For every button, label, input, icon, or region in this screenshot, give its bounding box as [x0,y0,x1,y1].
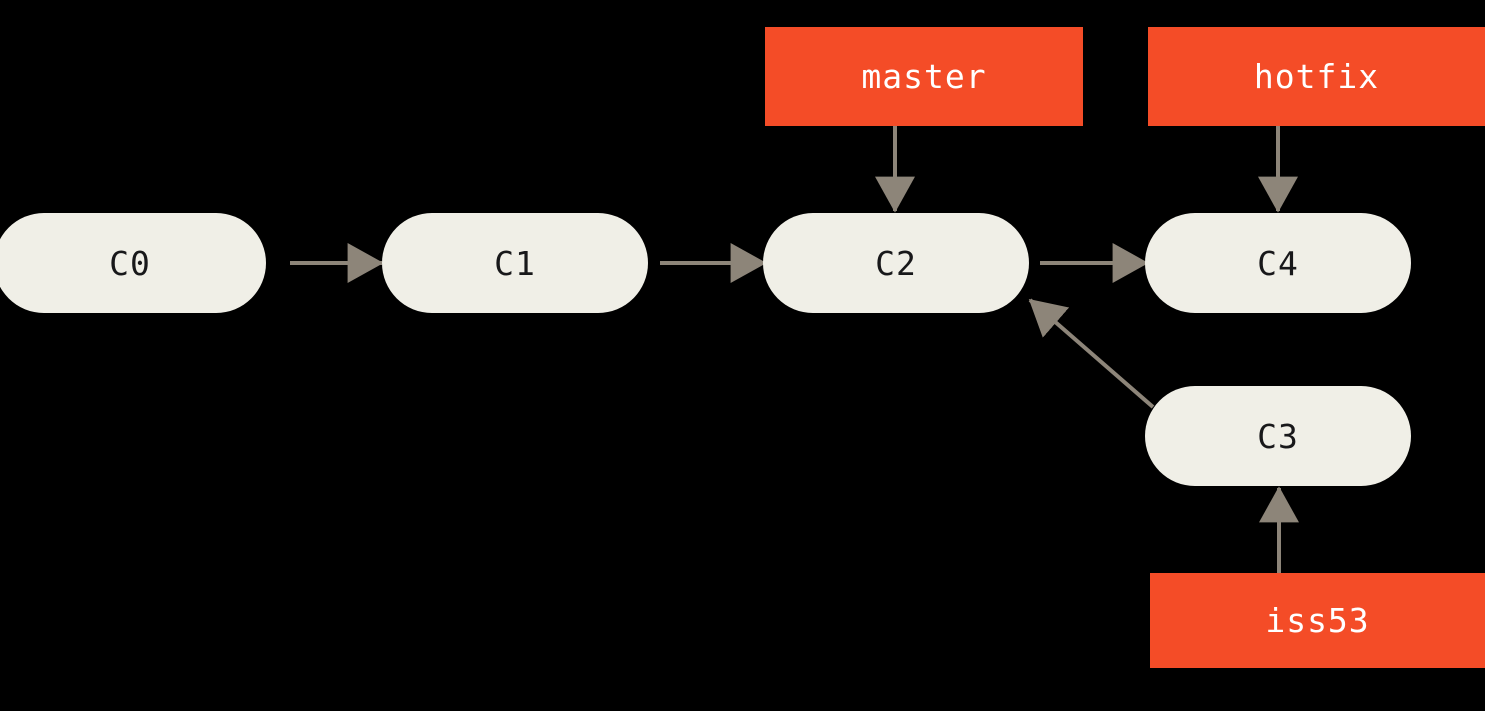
branch-label-hotfix: hotfix [1253,57,1380,96]
commit-label-c3: C3 [1257,416,1299,456]
commit-label-c0: C0 [109,243,151,283]
commit-label-c1: C1 [494,243,536,283]
edge-c3-to-c2 [1028,298,1155,409]
commit-node-c2[interactable]: C2 [763,213,1029,313]
branch-label-master: master [861,57,987,96]
branch-label-iss53: iss53 [1265,601,1370,640]
commit-label-c4: C4 [1257,243,1299,283]
branch-box-hotfix[interactable]: hotfix [1148,27,1485,126]
commit-node-c1[interactable]: C1 [382,213,648,313]
commit-node-c0[interactable]: C0 [0,213,266,313]
branch-box-master[interactable]: master [765,27,1083,126]
commit-label-c2: C2 [875,243,917,283]
commit-node-c4[interactable]: C4 [1145,213,1411,313]
branch-box-iss53[interactable]: iss53 [1150,573,1485,668]
commit-node-c3[interactable]: C3 [1145,386,1411,486]
